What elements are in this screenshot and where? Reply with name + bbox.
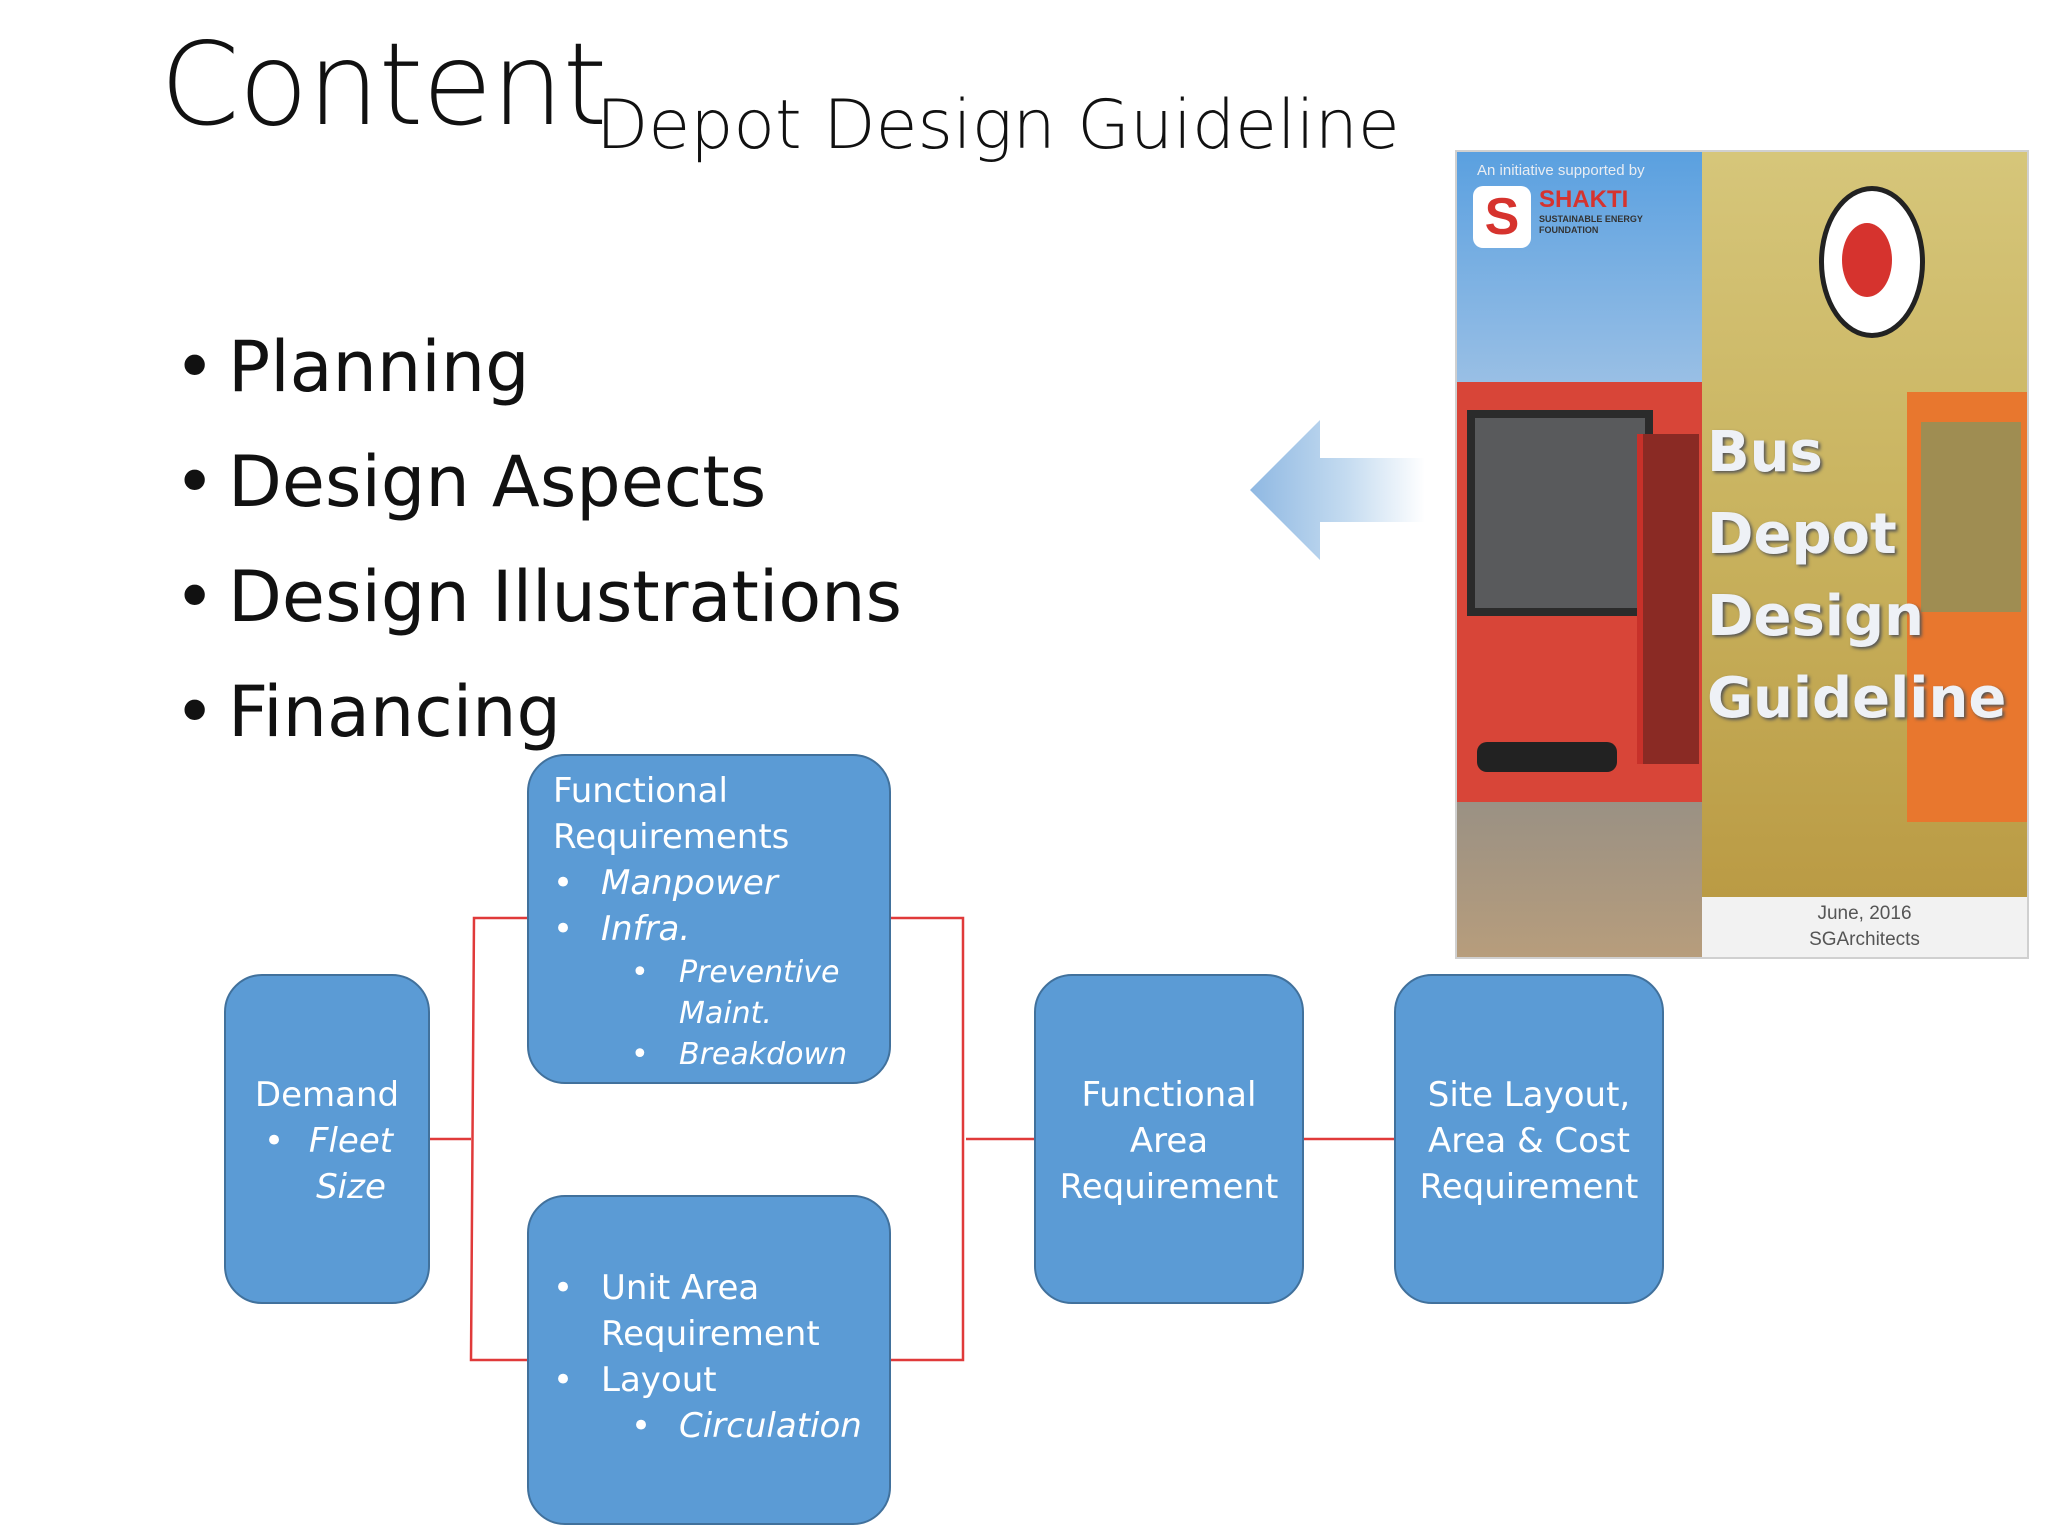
site-layout-line-2: Area & Cost xyxy=(1428,1121,1630,1161)
unit-area-item-1-cont: Requirement xyxy=(601,1314,820,1354)
func-req-title-2: Requirements xyxy=(553,817,790,857)
functional-requirements-box: Functional Requirements • Manpower • Inf… xyxy=(527,754,891,1084)
cover-org-sub: SUSTAINABLE ENERGY FOUNDATION xyxy=(1539,214,1643,235)
func-req-sub-preventive: • Preventive xyxy=(553,952,865,993)
bullet-dot: • xyxy=(553,863,574,903)
bullet-dot: • xyxy=(553,1360,574,1400)
red-bus-illustration xyxy=(1457,382,1702,802)
topic-list: Planning Design Aspects Design Illustrat… xyxy=(170,310,902,770)
func-req-item-manpower: • Manpower xyxy=(553,860,865,906)
slide-title: Content xyxy=(160,18,607,151)
cover-author: SGArchitects xyxy=(1809,929,1920,950)
slide-subtitle: Depot Design Guideline xyxy=(596,86,1400,165)
cover-date: June, 2016 xyxy=(1817,903,1912,924)
bullet-dot: • xyxy=(553,1268,574,1308)
func-req-item-infra: • Infra. xyxy=(553,906,865,952)
func-req-sub-maint: Maint. xyxy=(679,996,772,1031)
bullet-dot: • xyxy=(631,955,649,990)
shakti-logo-icon: S xyxy=(1473,186,1531,248)
bullet-dot: • xyxy=(553,909,574,949)
bus-windshield xyxy=(1467,410,1653,616)
bus-window xyxy=(1921,422,2021,612)
demand-box: Demand • Fleet Size xyxy=(224,974,430,1304)
bus-door xyxy=(1637,434,1699,764)
site-layout-box: Site Layout, Area & Cost Requirement xyxy=(1394,974,1664,1304)
topic-design-aspects: Design Aspects xyxy=(170,425,902,540)
demand-title: Demand xyxy=(254,1075,400,1115)
guideline-cover-image: An initiative supported by S SHAKTI SUST… xyxy=(1455,150,2029,959)
cover-supported-by: An initiative supported by xyxy=(1477,162,1645,179)
topic-financing: Financing xyxy=(170,655,902,770)
left-arrow-icon xyxy=(1250,420,1425,560)
orange-bus-illustration xyxy=(1907,392,2027,822)
functional-area-line-3: Requirement xyxy=(1059,1167,1279,1207)
asrtu-seal-icon xyxy=(1819,186,1925,338)
functional-area-line-1: Functional xyxy=(1081,1075,1257,1115)
unit-area-box: • Unit Area Requirement • Layout • Circu… xyxy=(527,1195,891,1525)
cover-org-name: SHAKTI xyxy=(1539,186,1629,213)
bullet-dot: • xyxy=(631,1037,649,1072)
site-layout-line-1: Site Layout, xyxy=(1427,1075,1631,1115)
topic-design-illustrations: Design Illustrations xyxy=(170,540,902,655)
topic-planning: Planning xyxy=(170,310,902,425)
site-layout-line-3: Requirement xyxy=(1419,1167,1639,1207)
demand-bullet-cont: Size xyxy=(316,1167,386,1207)
func-req-title-1: Functional xyxy=(553,771,728,811)
functional-area-box: Functional Area Requirement xyxy=(1034,974,1304,1304)
demand-bullet: • Fleet xyxy=(226,1118,428,1164)
cover-footer: June, 2016 SGArchitects xyxy=(1702,897,2027,957)
cover-title: Bus Depot Design Guideline xyxy=(1707,420,2007,731)
bus-bumper xyxy=(1477,742,1617,772)
bullet-dot: • xyxy=(264,1121,285,1161)
unit-area-item-1: • Unit Area xyxy=(553,1265,865,1311)
unit-area-sub-circulation: • Circulation xyxy=(553,1403,865,1449)
bullet-dot: • xyxy=(631,1406,652,1446)
unit-area-item-layout: • Layout xyxy=(553,1357,865,1403)
connector-left-bracket xyxy=(469,916,527,1362)
func-req-sub-breakdown: • Breakdown xyxy=(553,1034,865,1075)
connector-right-bracket xyxy=(891,916,965,1362)
functional-area-line-2: Area xyxy=(1129,1121,1209,1161)
